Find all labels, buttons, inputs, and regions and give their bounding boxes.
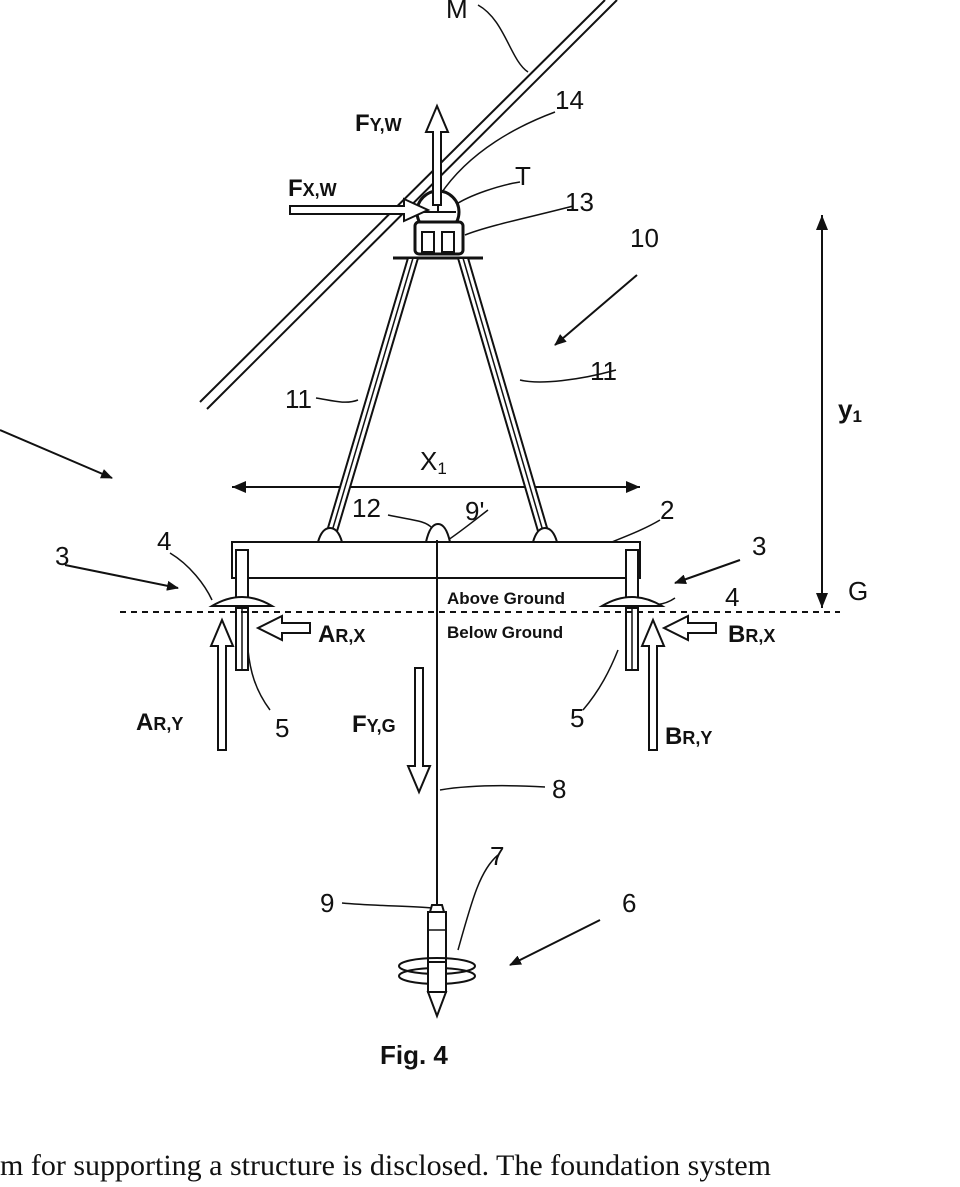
force-label-bry: BR,Y bbox=[665, 723, 712, 750]
label-t: T bbox=[515, 161, 531, 191]
label-9: 9 bbox=[320, 888, 334, 918]
force-arrow-arx bbox=[258, 616, 310, 640]
figure-caption: Fig. 4 bbox=[380, 1040, 448, 1070]
label-4-left: 4 bbox=[157, 526, 171, 556]
label-g: G bbox=[848, 576, 868, 606]
label-13: 13 bbox=[565, 187, 594, 217]
force-arrow-fyw bbox=[426, 106, 448, 205]
label-11-right: 11 bbox=[590, 356, 617, 386]
label-4-right: 4 bbox=[725, 582, 739, 612]
label-14: 14 bbox=[555, 85, 584, 115]
force-arrow-fyg bbox=[408, 668, 430, 792]
force-label-fxw: FX,W bbox=[288, 175, 337, 202]
force-label-arx: AR,X bbox=[318, 621, 365, 648]
label-10: 10 bbox=[630, 223, 659, 253]
label-6: 6 bbox=[622, 888, 636, 918]
label-7: 7 bbox=[490, 841, 504, 871]
label-5-right: 5 bbox=[570, 703, 584, 733]
body-text: m for supporting a structure is disclose… bbox=[0, 1149, 771, 1182]
label-11-left: 11 bbox=[285, 384, 312, 414]
force-label-fyg: FY,G bbox=[352, 711, 396, 738]
label-x1: X1 bbox=[420, 446, 447, 478]
label-9-prime: 9' bbox=[465, 496, 484, 526]
force-arrow-ary bbox=[211, 620, 233, 750]
leader-lines bbox=[170, 5, 675, 950]
label-m: M bbox=[446, 0, 468, 24]
label-2: 2 bbox=[660, 495, 674, 525]
label-5-left: 5 bbox=[275, 713, 289, 743]
force-label-ary: AR,Y bbox=[136, 709, 183, 736]
force-label-fyw: FY,W bbox=[355, 110, 402, 137]
label-y1: y1 bbox=[838, 394, 862, 426]
force-arrow-brx bbox=[664, 616, 716, 640]
above-ground-label: Above Ground bbox=[447, 589, 565, 608]
below-ground-label: Below Ground bbox=[447, 623, 563, 642]
label-3-right: 3 bbox=[752, 531, 766, 561]
label-12: 12 bbox=[352, 493, 381, 523]
label-3-left: 3 bbox=[55, 541, 69, 571]
force-arrow-fxw bbox=[290, 199, 428, 221]
label-8: 8 bbox=[552, 774, 566, 804]
force-label-brx: BR,X bbox=[728, 621, 775, 648]
dimension-x1 bbox=[232, 481, 640, 493]
helical-anchor-6 bbox=[399, 905, 475, 1016]
dimension-y1 bbox=[816, 215, 828, 608]
force-arrow-bry bbox=[642, 620, 664, 750]
